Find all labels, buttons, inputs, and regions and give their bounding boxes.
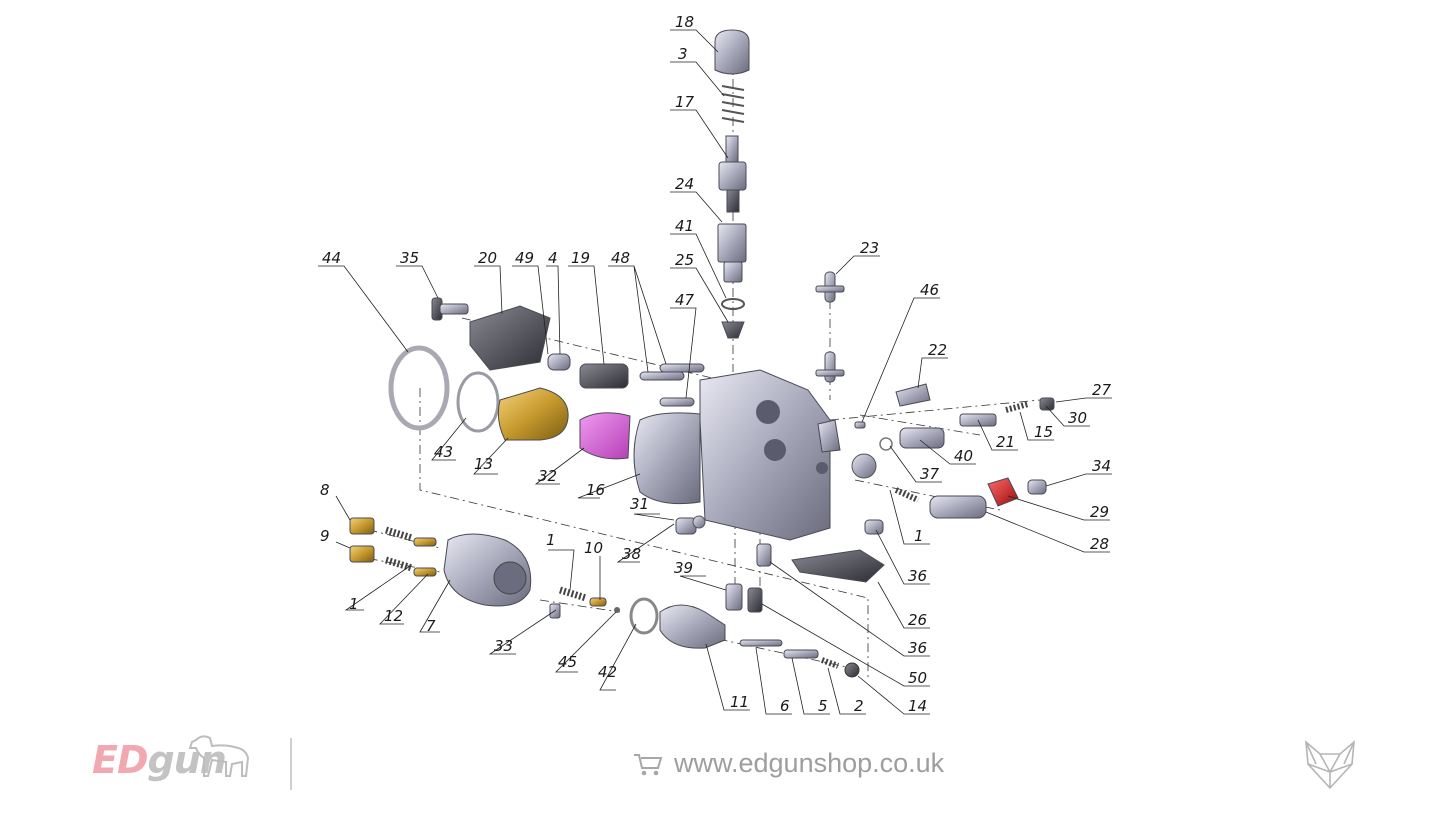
callout-47: 47: [675, 291, 695, 309]
lower-parts: [349, 517, 860, 678]
callout-18: 18: [675, 13, 694, 31]
callout-17: 17: [675, 93, 695, 111]
callout-34: 34: [1092, 457, 1111, 475]
callout-5: 5: [818, 697, 828, 715]
callout-36-lower: 36: [908, 639, 927, 657]
callout-43: 43: [434, 443, 453, 461]
callout-12: 12: [384, 607, 403, 625]
callout-19: 19: [571, 249, 590, 267]
leader-lines: [318, 29, 1112, 715]
callout-22: 22: [928, 341, 947, 359]
callout-1-right: 1: [914, 527, 924, 545]
callout-21: 21: [996, 433, 1015, 451]
callout-41: 41: [675, 217, 694, 235]
callout-24: 24: [675, 175, 694, 193]
parts-drawing: 18 3 17 24 41 25 23 44 35 20 49 4 19 48 …: [318, 13, 1112, 715]
callout-25: 25: [675, 251, 694, 269]
callout-8: 8: [320, 481, 330, 499]
callout-9: 9: [320, 527, 330, 545]
callout-6: 6: [780, 697, 790, 715]
callout-16: 16: [586, 481, 605, 499]
callout-33: 33: [494, 637, 513, 655]
callout-15: 15: [1034, 423, 1053, 441]
callout-50: 50: [908, 669, 927, 687]
callout-23: 23: [860, 239, 879, 257]
callout-13: 13: [474, 455, 493, 473]
callout-11: 11: [730, 693, 749, 711]
footer-divider: [290, 738, 292, 790]
callout-48: 48: [611, 249, 630, 267]
left-parts: [388, 297, 705, 460]
callout-28: 28: [1090, 535, 1109, 553]
callout-10: 10: [584, 539, 603, 557]
callout-46: 46: [920, 281, 939, 299]
callout-27: 27: [1092, 381, 1112, 399]
callout-37: 37: [920, 465, 940, 483]
callout-1-mid: 1: [546, 531, 556, 549]
callout-35: 35: [400, 249, 419, 267]
callout-30: 30: [1068, 409, 1087, 427]
callout-36-upper: 36: [908, 567, 927, 585]
callout-40: 40: [954, 447, 973, 465]
callout-7: 7: [426, 617, 436, 635]
callout-20: 20: [478, 249, 497, 267]
callout-39: 39: [674, 559, 693, 577]
shop-url-link[interactable]: www.edgunshop.co.uk: [674, 748, 945, 778]
callout-42: 42: [598, 663, 617, 681]
wolf-icon: [1305, 740, 1355, 790]
main-body: [633, 369, 841, 541]
callout-31: 31: [630, 495, 649, 513]
callout-1-left: 1: [349, 595, 359, 613]
cart-icon: [634, 754, 663, 776]
vertical-stack-parts: [714, 29, 845, 383]
callout-3: 3: [678, 45, 688, 63]
callout-45: 45: [558, 653, 577, 671]
callout-26: 26: [908, 611, 927, 629]
dog-icon: [188, 735, 250, 777]
right-parts: [675, 383, 1055, 613]
callout-29: 29: [1090, 503, 1109, 521]
callout-2: 2: [854, 697, 864, 715]
callout-32: 32: [538, 467, 557, 485]
callout-44: 44: [322, 249, 341, 267]
callout-14: 14: [908, 697, 927, 715]
callout-labels: 18 3 17 24 41 25 23 44 35 20 49 4 19 48 …: [320, 13, 1112, 715]
exploded-parts-diagram: 18 3 17 24 41 25 23 44 35 20 49 4 19 48 …: [318, 13, 1112, 715]
callout-4: 4: [548, 249, 558, 267]
callout-49: 49: [515, 249, 534, 267]
callout-38: 38: [622, 545, 641, 563]
logo-ed-text: ED: [92, 738, 149, 782]
